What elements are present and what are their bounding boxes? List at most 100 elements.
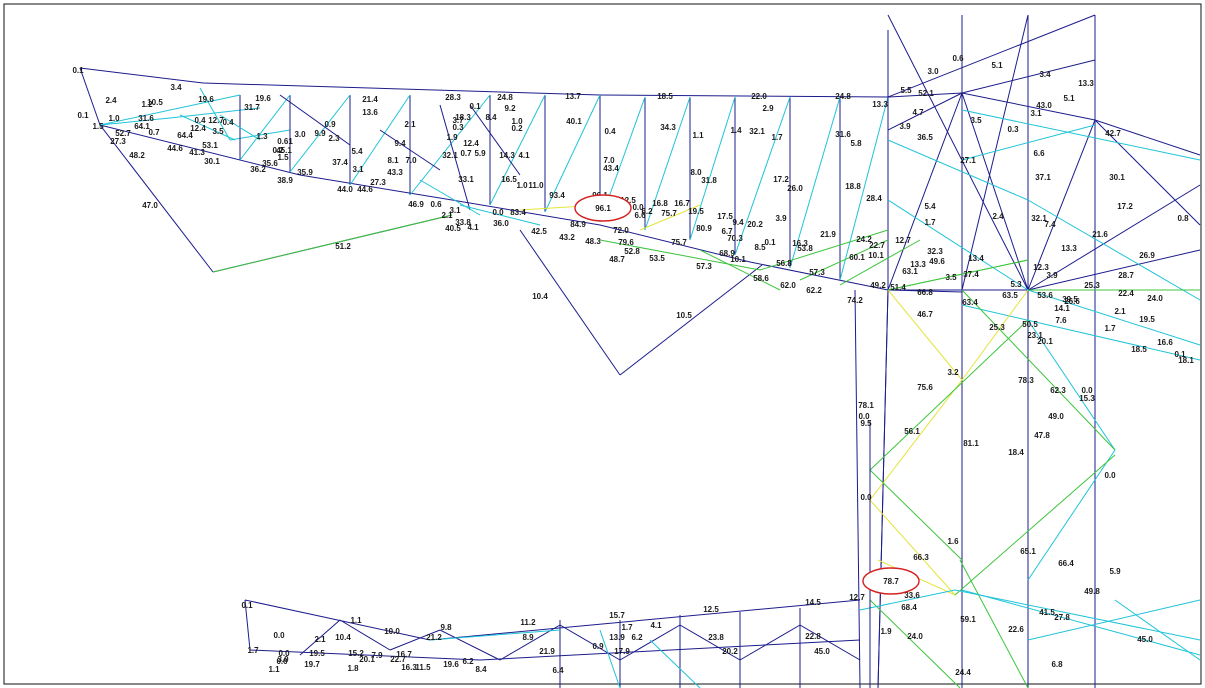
truss-member <box>459 204 541 226</box>
truss-member <box>1094 119 1201 226</box>
truss-member <box>839 239 921 286</box>
member-value-label: 19.7 <box>304 660 320 669</box>
member-value-label: 27.1 <box>960 156 976 165</box>
truss-member <box>887 92 963 98</box>
truss-member <box>887 92 963 291</box>
member-value-label: 3.0 <box>294 130 306 139</box>
member-value-label: 36.5 <box>917 133 933 142</box>
member-value-label: 7.6 <box>1055 316 1067 325</box>
member-value-label: 21.2 <box>426 633 442 642</box>
member-value-label: 11.0 <box>528 181 544 190</box>
truss-member <box>887 14 1029 291</box>
member-value-label: 44.6 <box>167 144 183 153</box>
truss-member <box>199 87 231 141</box>
truss-member <box>887 14 1096 98</box>
member-value-label: 12.4 <box>190 124 206 133</box>
member-value-label: 53.5 <box>649 254 665 263</box>
member-value-label: 18.5 <box>657 92 673 101</box>
member-value-label: 46.7 <box>917 310 933 319</box>
member-value-label: 18.5 <box>1131 345 1147 354</box>
truss-member <box>887 259 1029 291</box>
member-value-label: 6.6 <box>1033 149 1045 158</box>
member-value-label: 51.2 <box>335 242 351 251</box>
truss-member <box>544 94 601 213</box>
member-value-label: 33.1 <box>458 175 474 184</box>
truss-member <box>479 639 861 661</box>
critical-member-highlights: 96.178.7 <box>574 194 920 595</box>
truss-member <box>419 179 481 216</box>
member-value-label: 20.2 <box>722 647 738 656</box>
member-value-label: 8.4 <box>475 665 487 674</box>
member-value-label: 64.4 <box>177 131 193 140</box>
truss-member <box>961 124 1096 161</box>
member-value-label: 42.5 <box>531 227 547 236</box>
member-value-label: 6.6 <box>634 211 646 220</box>
truss-member <box>734 96 791 256</box>
member-value-label: 43.0 <box>1036 101 1052 110</box>
member-value-label: 0.4 <box>194 116 206 125</box>
member-value-label: 16.3 <box>792 239 808 248</box>
truss-member <box>599 224 751 263</box>
member-value-label: 0.3 <box>452 123 464 132</box>
truss-member <box>99 94 241 126</box>
member-value-label: 48.2 <box>129 151 145 160</box>
member-value-label: 25.3 <box>1084 281 1100 290</box>
member-value-label: 10.4 <box>532 292 548 301</box>
member-value-label: 75.6 <box>917 383 933 392</box>
member-value-label: 14.5 <box>805 598 821 607</box>
member-value-label: 5.1 <box>991 61 1003 70</box>
truss-member <box>389 629 441 651</box>
truss-member <box>854 289 861 688</box>
member-value-label: 0.1 <box>764 238 776 247</box>
truss-member <box>469 104 521 176</box>
member-value-label: 2.3 <box>328 134 340 143</box>
member-value-label: 6.2 <box>631 633 643 642</box>
truss-member <box>1027 449 1116 581</box>
member-value-label: 66.8 <box>917 288 933 297</box>
member-value-label: 44.0 <box>337 185 353 194</box>
member-value-label: 2.1 <box>404 120 416 129</box>
member-value-label: 20.1 <box>1037 337 1053 346</box>
member-value-label: 4.1 <box>518 151 530 160</box>
member-value-label: 16.7 <box>396 650 412 659</box>
truss-member <box>799 239 889 281</box>
truss-member <box>599 94 889 98</box>
member-value-label: 37.4 <box>332 158 348 167</box>
truss-member <box>79 67 204 84</box>
member-value-label: 9.2 <box>504 104 516 113</box>
member-value-label: 10.1 <box>868 251 884 260</box>
member-value-label: 3.5 <box>970 116 982 125</box>
member-value-label: 27.3 <box>110 137 126 146</box>
member-value-label: 1.8 <box>347 664 359 673</box>
truss-member <box>339 619 391 651</box>
member-value-label: 51.4 <box>890 283 906 292</box>
member-value-label: 4.1 <box>467 223 479 232</box>
member-value-label: 15.3 <box>1079 394 1095 403</box>
member-value-label: 47.8 <box>1034 431 1050 440</box>
member-value-label: 10.1 <box>730 255 746 264</box>
member-value-label: 0.0 <box>273 631 285 640</box>
truss-member <box>961 14 1029 291</box>
member-value-label: 16.3 <box>401 663 417 672</box>
member-value-label: 66.3 <box>913 553 929 562</box>
member-value-label: 3.1 <box>352 165 364 174</box>
truss-member <box>179 114 236 141</box>
truss-member <box>961 109 1201 161</box>
member-value-label: 68.4 <box>901 603 917 612</box>
member-value-label: 28.7 <box>1118 271 1134 280</box>
member-value-label: 14.3 <box>499 151 515 160</box>
member-value-label: 0.0 <box>858 412 870 421</box>
member-value-label: 24.4 <box>955 668 971 677</box>
member-value-label: 36.0 <box>493 219 509 228</box>
member-value-label: 17.2 <box>773 175 789 184</box>
member-value-label: 0.0 <box>860 493 872 502</box>
member-value-label: 45.1 <box>276 146 292 155</box>
member-value-label: 41.5 <box>1039 608 1055 617</box>
member-value-label: 79.6 <box>618 238 634 247</box>
truss-member <box>99 124 214 273</box>
member-value-label: 49.2 <box>870 281 886 290</box>
member-value-label: 59.1 <box>960 615 976 624</box>
member-value-label: 6.4 <box>552 666 564 675</box>
member-value-label: 68.9 <box>719 249 735 258</box>
